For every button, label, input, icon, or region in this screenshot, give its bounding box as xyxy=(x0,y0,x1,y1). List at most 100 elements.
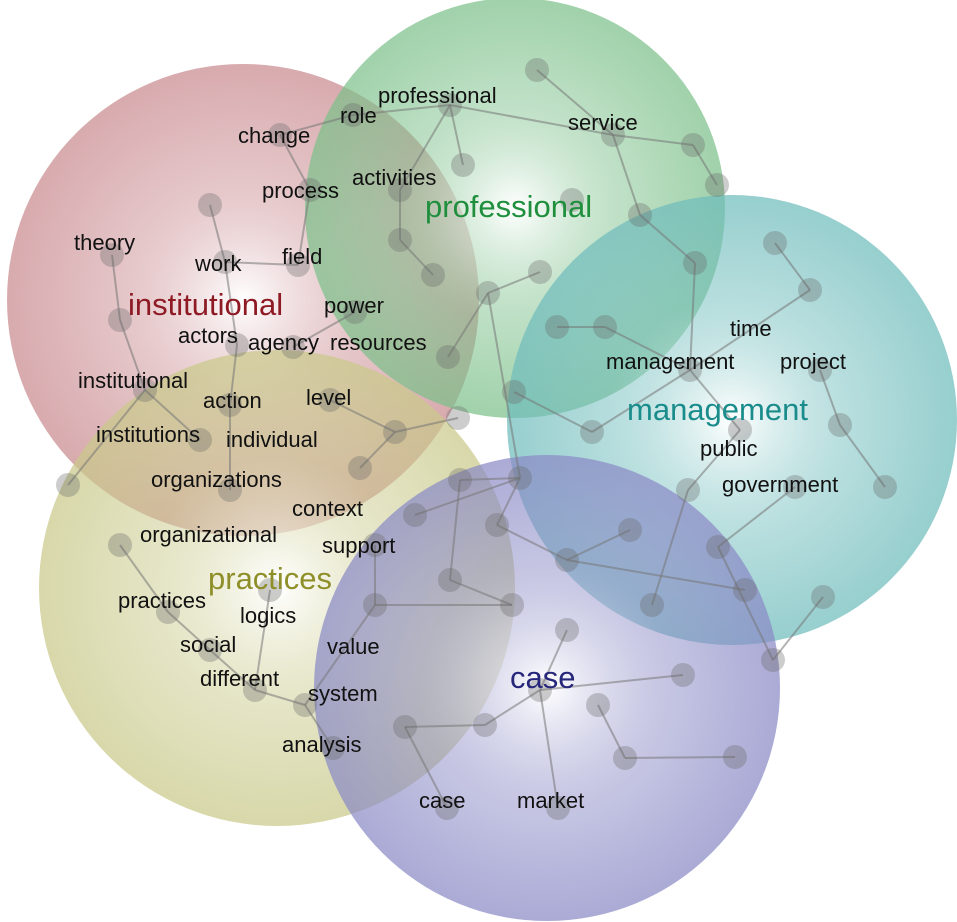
word-node: change xyxy=(238,123,310,148)
word-node: context xyxy=(292,496,363,521)
word-node: organizational xyxy=(140,522,277,547)
word-node: role xyxy=(340,103,377,128)
word-node: institutional xyxy=(78,368,188,393)
network-node xyxy=(100,243,124,267)
network-edge xyxy=(404,724,486,728)
network-node xyxy=(678,358,702,382)
network-node xyxy=(188,428,212,452)
network-node xyxy=(388,228,412,252)
word-node: activities xyxy=(352,165,436,190)
network-node xyxy=(798,278,822,302)
network-edge xyxy=(229,344,238,406)
network-node xyxy=(108,308,132,332)
network-edge xyxy=(399,104,451,191)
network-edge xyxy=(111,254,121,321)
network-edge xyxy=(566,529,631,561)
network-node xyxy=(436,345,460,369)
network-node xyxy=(435,796,459,820)
network-node xyxy=(473,713,497,737)
network-node xyxy=(388,178,412,202)
network-edge xyxy=(539,629,568,691)
network-node xyxy=(298,178,322,202)
network-edge xyxy=(119,319,146,391)
word-node: agency xyxy=(248,330,319,355)
network-edge xyxy=(591,369,691,433)
network-edge xyxy=(279,134,311,191)
network-edge xyxy=(292,311,356,348)
network-edge xyxy=(459,477,521,481)
word-node: level xyxy=(306,385,351,410)
word-node: analysis xyxy=(282,732,361,757)
network-node xyxy=(363,593,387,617)
word-node: practices xyxy=(118,588,206,613)
network-edge xyxy=(224,261,299,266)
word-node: system xyxy=(308,681,378,706)
word-node: resources xyxy=(330,330,427,355)
network-node xyxy=(586,693,610,717)
network-edge xyxy=(394,417,459,433)
network-edge xyxy=(597,704,626,759)
network-edge xyxy=(772,596,824,661)
network-node xyxy=(281,335,305,359)
word-node: process xyxy=(262,178,339,203)
word-node: action xyxy=(203,388,262,413)
word-node: support xyxy=(322,533,395,558)
network-edge xyxy=(449,104,614,136)
network-node xyxy=(403,503,427,527)
network-edge xyxy=(279,114,354,136)
network-edge xyxy=(536,69,614,136)
network-edge xyxy=(689,369,741,431)
network-node xyxy=(218,478,242,502)
network-node xyxy=(683,251,707,275)
network-node xyxy=(500,593,524,617)
network-node xyxy=(363,533,387,557)
network-edge xyxy=(689,289,811,371)
network-node xyxy=(828,413,852,437)
network-node xyxy=(640,593,664,617)
network-node xyxy=(676,478,700,502)
network-edge xyxy=(119,544,169,613)
network-node xyxy=(225,333,249,357)
word-node: value xyxy=(327,634,380,659)
network-node xyxy=(485,513,509,537)
network-edge xyxy=(329,399,396,433)
network-edge xyxy=(539,689,559,809)
word-node: logics xyxy=(240,603,296,628)
cluster-label-institutional: institutional xyxy=(128,287,283,322)
network-node xyxy=(593,315,617,339)
network-node xyxy=(448,468,472,492)
network-node xyxy=(438,568,462,592)
word-node: organizations xyxy=(151,467,282,492)
network-edge xyxy=(254,589,271,691)
network-edge xyxy=(639,214,696,264)
network-node xyxy=(723,745,747,769)
network-node xyxy=(545,315,569,339)
network-node xyxy=(705,173,729,197)
network-edge xyxy=(624,756,736,759)
network-node xyxy=(421,263,445,287)
network-node xyxy=(243,678,267,702)
word-node: institutions xyxy=(96,422,200,447)
network-node xyxy=(502,380,526,404)
network-edge xyxy=(67,389,146,486)
network-edge xyxy=(487,292,521,479)
network-node xyxy=(286,253,310,277)
network-edge xyxy=(414,477,521,516)
network-node xyxy=(808,358,832,382)
cluster-label-professional: professional xyxy=(425,189,592,224)
network-edge xyxy=(254,689,306,706)
word-node: professional xyxy=(378,83,497,108)
network-edge xyxy=(689,262,696,371)
word-node: project xyxy=(780,349,846,374)
network-node xyxy=(681,133,705,157)
network-edge xyxy=(612,134,641,216)
network-node xyxy=(343,300,367,324)
network-node xyxy=(383,420,407,444)
network-node xyxy=(393,715,417,739)
network-node xyxy=(293,693,317,717)
network-edge xyxy=(449,579,513,606)
word-node: market xyxy=(517,788,584,813)
network-node xyxy=(580,420,604,444)
